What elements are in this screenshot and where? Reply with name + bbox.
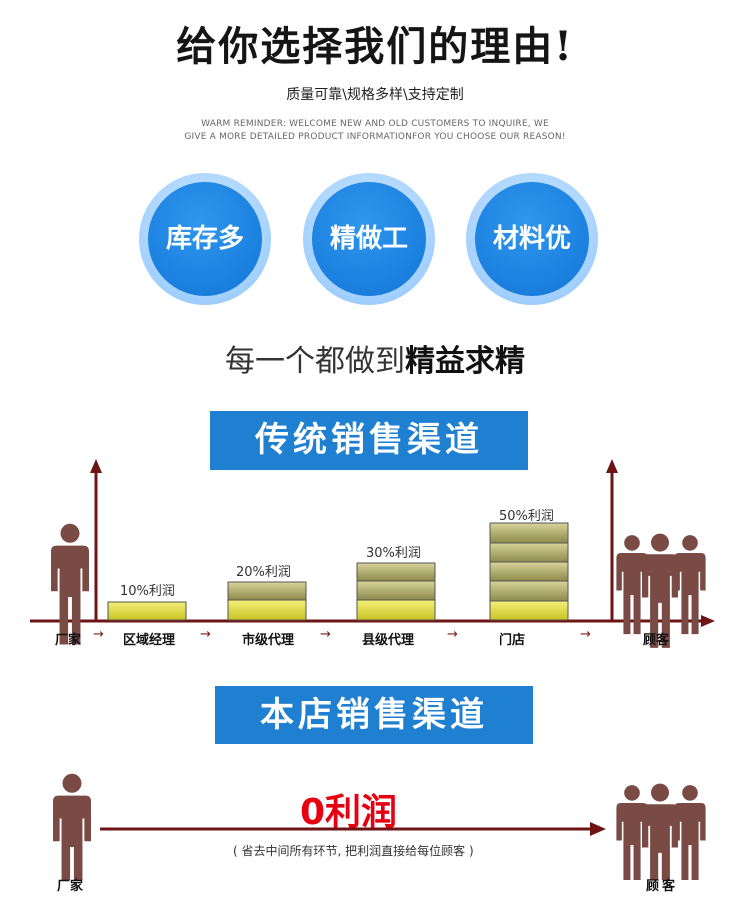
our-channel-diagram xyxy=(53,773,706,880)
our-chain-customer: 顾客 xyxy=(646,879,679,894)
page-title: 给你选择我们的理由! xyxy=(176,23,574,70)
chain-arrow-5: → xyxy=(580,627,591,642)
chain-city-agent: 市级代理 xyxy=(242,633,295,648)
chain-arrow-1: → xyxy=(93,627,104,642)
feature-circle-stock: 库存多 xyxy=(139,173,271,305)
traditional-channel-diagram xyxy=(30,459,715,648)
chain-arrow-4: → xyxy=(447,627,458,642)
tagline-normal: 每一个都做到 xyxy=(225,344,405,379)
factory-person-icon xyxy=(53,773,91,880)
margin-label-10: 10%利润 xyxy=(120,584,175,599)
traditional-channel-banner: 传统销售渠道 xyxy=(210,411,528,470)
chain-county-agent: 县级代理 xyxy=(362,633,415,648)
margin-label-30: 30%利润 xyxy=(366,546,421,561)
left-axis-arrowhead xyxy=(90,459,102,473)
chain-regional-manager: 区域经理 xyxy=(123,633,176,648)
tagline: 每一个都做到精益求精 xyxy=(0,336,750,380)
feature-circle-workmanship: 精做工 xyxy=(303,173,435,305)
coin-stack-10 xyxy=(107,601,187,621)
coin-stack-50 xyxy=(489,522,569,621)
feature-label-workmanship: 精做工 xyxy=(312,182,426,296)
tagline-bold: 精益求精 xyxy=(405,344,525,379)
direct-arrowhead xyxy=(590,822,606,836)
warm-reminder: WARM REMINDER: WELCOME NEW AND OLD CUSTO… xyxy=(0,118,750,144)
chain-arrow-2: → xyxy=(200,627,211,642)
our-channel-banner: 本店销售渠道 xyxy=(215,686,533,744)
skip-middlemen-note: ( 省去中间所有环节, 把利润直接给每位顾客 ) xyxy=(233,844,474,858)
reminder-line-2: GIVE A MORE DETAILED PRODUCT INFORMATION… xyxy=(184,132,566,142)
coin-stack-30 xyxy=(356,562,436,621)
feature-label-material: 材料优 xyxy=(475,182,589,296)
margin-label-50: 50%利润 xyxy=(499,509,554,524)
customers-group-icon-2 xyxy=(616,783,706,880)
chain-manufacturer: 厂家 xyxy=(55,633,82,648)
zero-profit-label: 0利润 xyxy=(300,792,398,833)
feature-label-stock: 库存多 xyxy=(148,182,262,296)
margin-label-20: 20%利润 xyxy=(236,565,291,580)
page-subtitle: 质量可靠\规格多样\支持定制 xyxy=(286,87,464,103)
coin-stack-20 xyxy=(227,581,307,621)
chain-arrow-3: → xyxy=(320,627,331,642)
manufacturer-person-icon xyxy=(51,523,89,645)
chain-store: 门店 xyxy=(499,633,526,648)
feature-circle-material: 材料优 xyxy=(466,173,598,305)
our-chain-manufacturer: 厂家 xyxy=(57,879,84,894)
right-axis-arrowhead xyxy=(606,459,618,473)
chain-customer: 顾客 xyxy=(643,633,670,648)
reminder-line-1: WARM REMINDER: WELCOME NEW AND OLD CUSTO… xyxy=(201,119,549,129)
baseline-arrowhead xyxy=(701,615,715,627)
